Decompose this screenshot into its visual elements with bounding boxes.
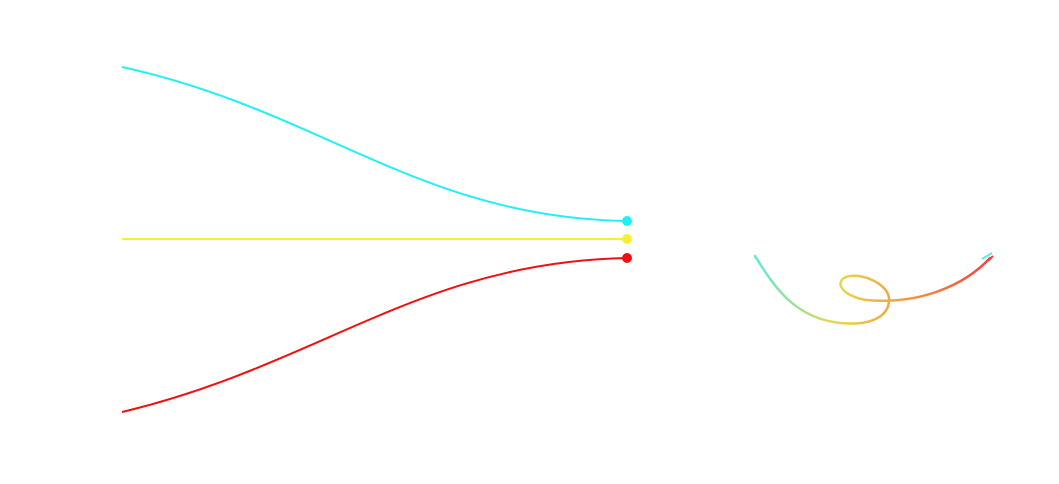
red-strand-endpoint (622, 253, 632, 263)
braided-knot-group (753, 252, 994, 325)
knot-end-tick-cyan (981, 252, 993, 260)
red-strand (121, 257, 628, 413)
braided-knot-curve (753, 254, 992, 325)
knot-end-tick-red (987, 255, 994, 262)
cyan-strand (121, 66, 628, 222)
yellow-strand-endpoint (622, 234, 632, 244)
left-strand-group (121, 66, 632, 413)
cyan-strand-endpoint (622, 216, 632, 226)
